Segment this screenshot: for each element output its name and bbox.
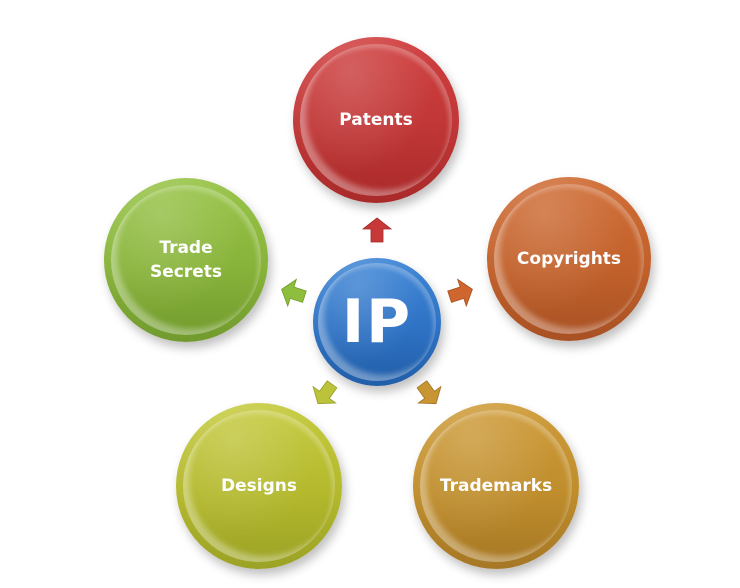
node-label-trademarks: Trademarks: [439, 476, 553, 496]
arrow-right-down-icon: [416, 380, 442, 405]
node-designs: Designs: [176, 403, 342, 569]
node-label-designs: Designs: [221, 476, 297, 496]
node-label-copyrights: Copyrights: [516, 249, 622, 269]
node-trademarks: Trademarks: [413, 403, 579, 569]
node-patents: Patents: [293, 37, 459, 203]
node-label-patents: Patents: [339, 110, 413, 130]
center-label: IP: [341, 287, 413, 357]
arrow-right-up-icon: [447, 278, 473, 308]
node-copyrights: Copyrights: [487, 177, 651, 341]
arrow-left-down-icon: [312, 380, 338, 405]
arrow-left-up-icon: [281, 278, 307, 308]
arrow-up-icon: [362, 217, 392, 243]
node-center-ip: IP: [313, 258, 441, 386]
node-label-trade-secrets: Trade Secrets: [149, 238, 222, 282]
node-trade-secrets: Trade Secrets: [104, 178, 268, 342]
